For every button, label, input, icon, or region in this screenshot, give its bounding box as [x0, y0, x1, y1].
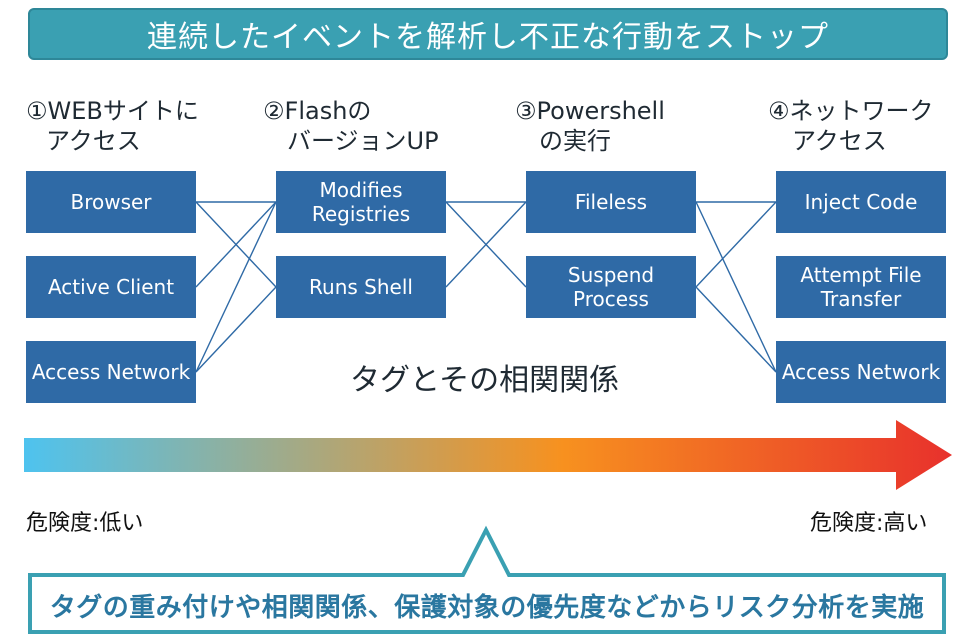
link-suspend-inject: [695, 201, 777, 288]
node-attempt-file-transfer: Attempt File Transfer: [776, 256, 946, 318]
node-attempt-file-transfer-label: Attempt File Transfer: [800, 263, 922, 311]
column-header-4: ④ネットワーク アクセス: [768, 96, 934, 156]
node-access-network-1-label: Access Network: [31, 360, 191, 384]
column-header-3-line1: ③Powershell: [515, 97, 665, 125]
node-active-client: Active Client: [26, 256, 196, 318]
risk-low-label: 危険度:低い: [26, 511, 144, 536]
column-header-2-line2: バージョンUP: [287, 127, 439, 155]
node-modifies-registries: Modifies Registries: [276, 171, 446, 233]
correlation-caption: タグとその相関関係: [350, 363, 620, 398]
node-access-network-2-label: Access Network: [781, 360, 941, 384]
node-active-client-label: Active Client: [47, 275, 175, 299]
column-header-3-line2: の実行: [539, 127, 611, 155]
node-fileless-label: Fileless: [574, 190, 648, 214]
link-runs-shell-fileless: [445, 201, 527, 288]
node-browser-label: Browser: [70, 190, 152, 214]
column-header-2-line1: ②Flashの: [263, 97, 372, 125]
link-access-network-modifies: [195, 201, 277, 373]
link-access-network-runs-shell: [195, 286, 277, 373]
risk-high-label: 危険度:高い: [810, 511, 928, 536]
column-header-1-line2: アクセス: [46, 127, 141, 155]
column-header-1: ①WEBサイトに アクセス: [26, 96, 199, 156]
link-suspend-access-network: [695, 286, 777, 373]
node-access-network-2: Access Network: [776, 341, 946, 403]
link-active-client-modifies: [195, 201, 277, 288]
node-suspend-process-label: Suspend Process: [567, 263, 655, 311]
callout-text: タグの重み付けや相関関係、保護対象の優先度などからリスク分析を実施: [49, 592, 925, 623]
link-fileless-access-network: [695, 201, 777, 373]
risk-arrow-shape: [24, 420, 952, 490]
title-text: 連続したイベントを解析し不正な行動をストップ: [147, 20, 829, 55]
column-header-4-line1: ④ネットワーク: [768, 97, 934, 125]
node-access-network-1: Access Network: [26, 341, 196, 403]
node-browser: Browser: [26, 171, 196, 233]
node-fileless: Fileless: [526, 171, 696, 233]
column-header-4-line2: アクセス: [792, 127, 887, 155]
node-runs-shell-label: Runs Shell: [309, 275, 413, 299]
node-suspend-process: Suspend Process: [526, 256, 696, 318]
node-inject-code: Inject Code: [776, 171, 946, 233]
title-banner: 連続したイベントを解析し不正な行動をストップ: [28, 8, 948, 60]
node-inject-code-label: Inject Code: [804, 190, 918, 214]
node-runs-shell: Runs Shell: [276, 256, 446, 318]
column-header-1-line1: ①WEBサイトに: [26, 97, 199, 125]
column-header-3: ③Powershell の実行: [515, 96, 665, 156]
column-header-2: ②Flashの バージョンUP: [263, 96, 439, 156]
callout-outline: [28, 525, 946, 634]
node-modifies-registries-label: Modifies Registries: [311, 178, 411, 226]
